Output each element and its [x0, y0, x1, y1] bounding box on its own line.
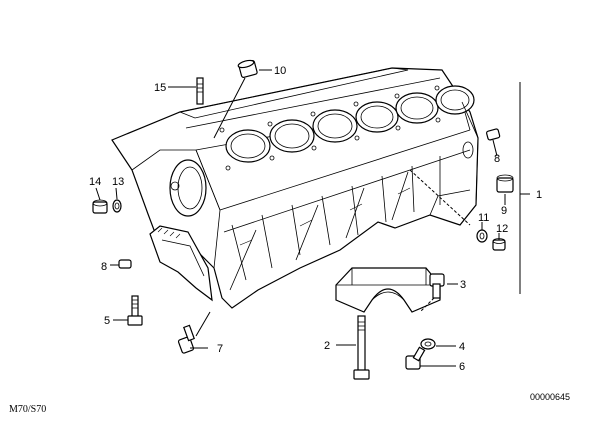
- washer-11: [476, 229, 488, 243]
- plug-12: [492, 238, 506, 251]
- washer-13: [112, 199, 122, 213]
- plug-14: [92, 199, 108, 214]
- sleeve-10: [237, 59, 258, 78]
- callout-2: 2: [324, 340, 330, 352]
- model-label: M70/S70: [9, 404, 46, 415]
- diagram-code: 00000645: [530, 392, 570, 402]
- callout-10: 10: [274, 65, 286, 77]
- deck-bolt-holes: [219, 85, 441, 171]
- dowel-8-right: [486, 128, 501, 141]
- sleeve-9: [496, 174, 514, 193]
- callout-11: 11: [478, 212, 489, 224]
- bolt-2: [353, 315, 370, 380]
- cylinder-bores: [225, 85, 475, 163]
- main-bearing-cap: [335, 267, 441, 313]
- callout-4: 4: [459, 341, 465, 353]
- cap-bolt-3: [429, 273, 445, 299]
- callout-12: 12: [496, 223, 508, 235]
- callout-15: 15: [154, 82, 166, 94]
- crankcase-ribs: [223, 149, 471, 291]
- callout-8-left: 8: [101, 261, 107, 273]
- bolt-6: [405, 346, 426, 370]
- dowel-8-left: [118, 259, 132, 269]
- leader-lines: [95, 69, 530, 367]
- callout-14: 14: [89, 176, 101, 188]
- callout-labels: 1 2 3 4 5 6 7 8 8 9 10 11 12 13 14 15: [89, 65, 542, 373]
- engine-block: [111, 67, 479, 309]
- stud-15: [196, 77, 204, 105]
- callout-13: 13: [112, 176, 124, 188]
- callout-8-right: 8: [494, 153, 500, 165]
- washer-4: [420, 338, 436, 350]
- sensor-7: [177, 324, 195, 354]
- callout-5: 5: [104, 315, 110, 327]
- callout-6: 6: [459, 361, 465, 373]
- callout-7: 7: [217, 343, 223, 355]
- callout-1: 1: [536, 189, 542, 201]
- front-seal-carrier: [149, 225, 213, 302]
- callout-9: 9: [501, 205, 507, 217]
- callout-3: 3: [460, 279, 466, 291]
- bolt-5: [127, 295, 143, 326]
